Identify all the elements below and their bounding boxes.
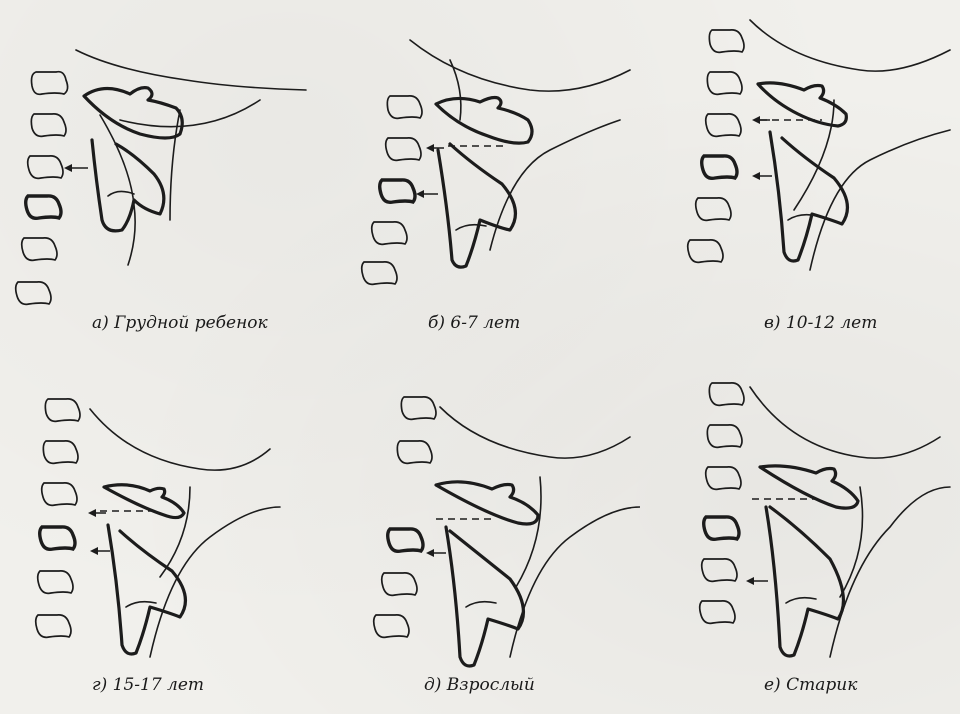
age-10-12-diagram xyxy=(640,0,960,357)
vertebrae xyxy=(362,96,422,284)
soft-tissue-outline xyxy=(750,387,950,657)
larynx xyxy=(108,525,185,654)
vertebrae xyxy=(16,72,68,305)
level-markers xyxy=(88,509,160,555)
soft-tissue-outline xyxy=(440,407,640,657)
caption-15-17: г) 15-17 лет xyxy=(92,675,204,695)
vertebrae xyxy=(688,30,744,262)
hyoid-and-epiglottis xyxy=(760,466,858,508)
infant-diagram xyxy=(0,0,320,357)
panel-infant: а) Грудной ребенок xyxy=(0,0,320,357)
soft-tissue-outline xyxy=(76,50,306,265)
level-marker xyxy=(64,164,88,172)
hyoid-and-epiglottis xyxy=(436,482,538,524)
panel-6-7: б) 6-7 лет xyxy=(320,0,640,357)
caption-adult: д) Взрослый xyxy=(424,675,535,695)
larynx xyxy=(766,507,843,656)
age-6-7-diagram xyxy=(320,0,640,357)
panel-elderly: е) Старик xyxy=(640,357,960,714)
soft-tissue-outline xyxy=(750,20,950,270)
caption-infant: а) Грудной ребенок xyxy=(92,313,268,333)
hyoid-and-epiglottis xyxy=(84,88,182,138)
caption-elderly: е) Старик xyxy=(764,675,857,695)
larynx xyxy=(92,140,164,231)
elderly-diagram xyxy=(640,357,960,714)
level-markers xyxy=(746,499,816,585)
hyoid-and-epiglottis xyxy=(436,98,532,144)
hyoid-and-epiglottis xyxy=(104,485,184,518)
panel-10-12: в) 10-12 лет xyxy=(640,0,960,357)
age-15-17-diagram xyxy=(0,357,320,714)
vertebrae xyxy=(36,399,80,637)
level-markers xyxy=(752,116,822,180)
caption-6-7: б) 6-7 лет xyxy=(428,313,520,333)
larynx xyxy=(446,527,523,666)
vertebrae xyxy=(700,383,744,623)
adult-diagram xyxy=(320,357,640,714)
vertebrae xyxy=(374,397,436,637)
caption-10-12: в) 10-12 лет xyxy=(764,313,877,333)
soft-tissue-outline xyxy=(410,40,630,250)
panel-adult: д) Взрослый xyxy=(320,357,640,714)
panel-15-17: г) 15-17 лет xyxy=(0,357,320,714)
